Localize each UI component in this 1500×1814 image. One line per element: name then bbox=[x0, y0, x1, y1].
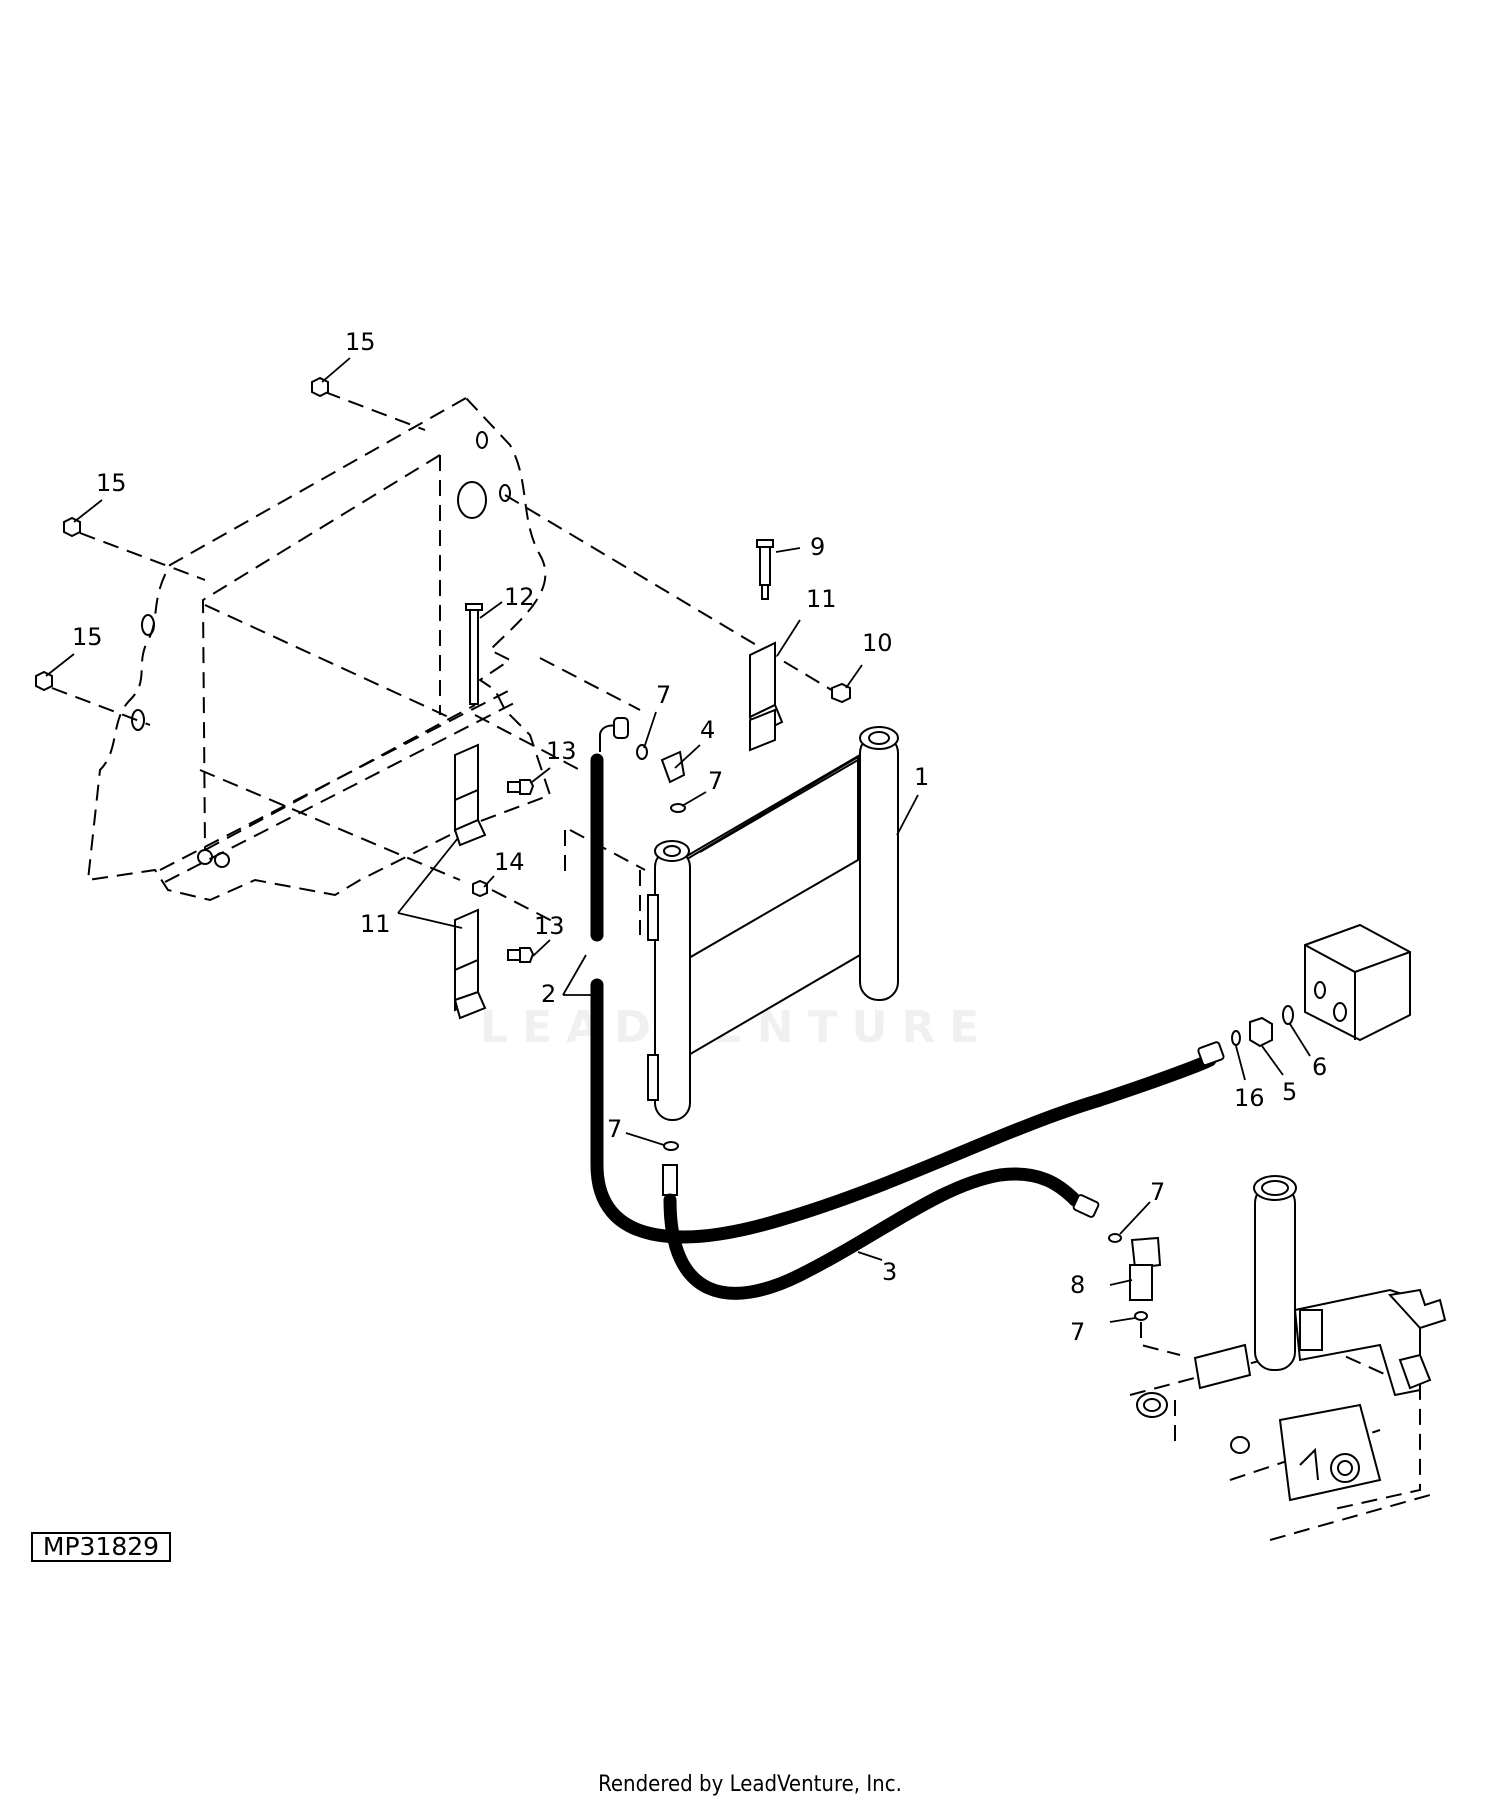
o-ring-16 bbox=[1231, 1030, 1241, 1046]
callout-7: 7 bbox=[708, 767, 723, 795]
callout-4: 4 bbox=[700, 716, 715, 744]
valve-block bbox=[1304, 923, 1411, 1042]
callout-3: 3 bbox=[882, 1258, 897, 1286]
o-ring-7 bbox=[1134, 1311, 1148, 1321]
oil-cooler-1 bbox=[647, 726, 899, 1121]
callout-1: 1 bbox=[914, 763, 929, 791]
o-ring-7 bbox=[670, 803, 686, 813]
callout-15: 15 bbox=[345, 328, 376, 356]
o-ring-7 bbox=[1108, 1233, 1122, 1243]
transmission-housing bbox=[1129, 1175, 1447, 1541]
bolt-13 bbox=[507, 779, 535, 795]
callout-8: 8 bbox=[1070, 1271, 1085, 1299]
adapter-5 bbox=[1249, 1016, 1273, 1048]
callout-7: 7 bbox=[1150, 1178, 1165, 1206]
leader-lines bbox=[45, 357, 1311, 1323]
o-ring-7 bbox=[663, 1141, 679, 1151]
hose-3 bbox=[662, 1164, 1100, 1300]
nut-15 bbox=[35, 670, 53, 692]
callout-15: 15 bbox=[96, 469, 127, 497]
nut-15 bbox=[63, 516, 81, 538]
callout-6: 6 bbox=[1312, 1053, 1327, 1081]
hose-2 bbox=[590, 717, 1225, 1244]
bracket-11 bbox=[453, 908, 487, 1020]
drawing-id-label: MP31829 bbox=[31, 1532, 171, 1562]
callout-11: 11 bbox=[360, 910, 391, 938]
nut-15 bbox=[311, 376, 329, 398]
callout-7: 7 bbox=[656, 681, 671, 709]
callout-14: 14 bbox=[494, 848, 525, 876]
callout-10: 10 bbox=[862, 629, 893, 657]
callout-13: 13 bbox=[546, 737, 577, 765]
elbow-fitting-8 bbox=[1129, 1236, 1162, 1301]
callout-5: 5 bbox=[1282, 1078, 1297, 1106]
callout-13: 13 bbox=[534, 912, 565, 940]
callout-7: 7 bbox=[607, 1115, 622, 1143]
callout-2: 2 bbox=[541, 980, 556, 1008]
callout-15: 15 bbox=[72, 623, 103, 651]
callout-12: 12 bbox=[504, 583, 535, 611]
bolt-13 bbox=[507, 947, 535, 963]
bracket-11 bbox=[453, 743, 487, 847]
callout-7: 7 bbox=[1070, 1318, 1085, 1346]
bracket-11 bbox=[748, 641, 784, 752]
bolt-12 bbox=[465, 603, 483, 705]
callout-9: 9 bbox=[810, 533, 825, 561]
callout-16: 16 bbox=[1234, 1084, 1265, 1112]
bolt-10 bbox=[831, 682, 851, 704]
o-ring-7 bbox=[636, 744, 648, 760]
frame-panel bbox=[86, 396, 552, 902]
nut-14 bbox=[472, 879, 488, 898]
o-ring-6 bbox=[1282, 1005, 1294, 1025]
callout-11: 11 bbox=[806, 585, 837, 613]
elbow-fitting-4 bbox=[660, 750, 686, 784]
assembly-lines bbox=[51, 391, 841, 935]
pin-9 bbox=[756, 539, 774, 600]
callouts: 15 15 15 12 13 14 11 13 9 11 10 7 4 7 1 … bbox=[72, 328, 1327, 1346]
render-credit: Rendered by LeadVenture, Inc. bbox=[598, 1772, 902, 1797]
